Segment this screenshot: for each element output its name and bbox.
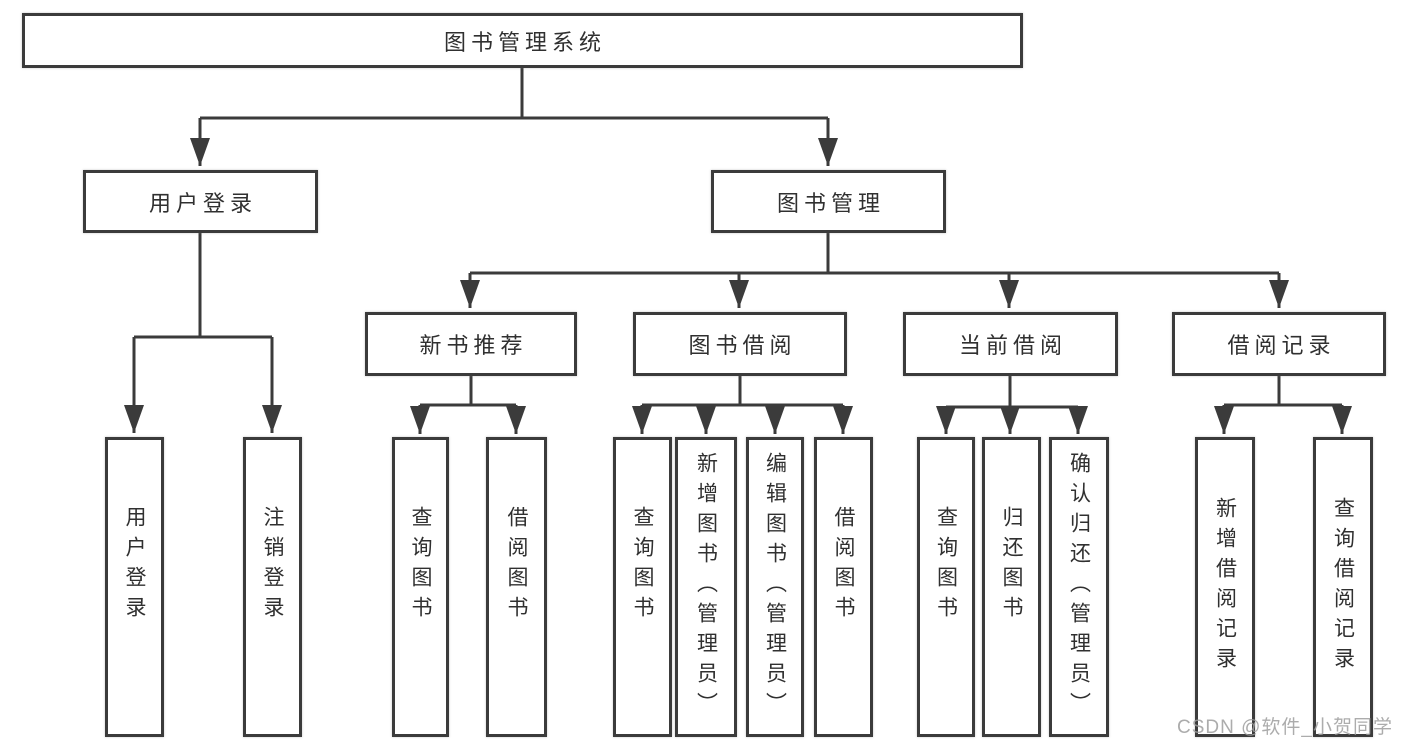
leaf-label: 用户登录 (123, 506, 146, 626)
node-book-management: 图书管理 (711, 170, 946, 233)
node-book-borrowing: 图书借阅 (633, 312, 847, 376)
leaf-label: 查询图书 (409, 506, 432, 626)
leaf-label: 借阅图书 (832, 506, 855, 626)
branch-new-book-recommend (410, 374, 526, 434)
leaf-query-books-current: 查询图书 (917, 437, 975, 737)
node-label: 用户登录 (148, 190, 257, 216)
leaf-label: 查询图书 (934, 506, 958, 626)
csdn-watermark: CSDN @软件_小贺同学 (1177, 717, 1393, 738)
leaf-add-borrow-record: 新增借阅记录 (1195, 437, 1255, 737)
leaf-label: 查询借阅记录 (1331, 497, 1355, 677)
leaf-user-login: 用户登录 (105, 437, 164, 737)
leaf-label: 查询图书 (631, 506, 654, 626)
node-borrowing-records: 借阅记录 (1172, 312, 1386, 376)
leaf-borrow-books-recommend: 借阅图书 (486, 437, 547, 737)
leaf-label: 归还图书 (1000, 506, 1023, 626)
leaf-add-books-admin: 新增图书（管理员） (675, 437, 737, 737)
branch-root (190, 66, 838, 166)
leaf-logout: 注销登录 (243, 437, 302, 737)
leaf-label: 新增图书（管理员） (694, 452, 718, 722)
node-label: 当前借阅 (958, 333, 1067, 358)
leaf-edit-books-admin: 编辑图书（管理员） (746, 437, 804, 737)
node-library-management-system: 图书管理系统 (22, 13, 1023, 68)
leaf-query-borrow-record: 查询借阅记录 (1313, 437, 1373, 737)
leaf-label: 借阅图书 (505, 506, 528, 626)
node-label: 图书借阅 (688, 333, 797, 358)
leaf-return-books: 归还图书 (982, 437, 1041, 737)
node-current-borrowing: 当前借阅 (903, 312, 1118, 376)
node-label: 新书推荐 (419, 333, 528, 358)
leaf-query-books-recommend: 查询图书 (392, 437, 449, 737)
leaf-confirm-return-admin: 确认归还（管理员） (1049, 437, 1109, 737)
leaf-label: 注销登录 (261, 506, 284, 626)
branch-book-borrowing (632, 374, 853, 434)
branch-book-management (460, 231, 1289, 308)
node-label: 借阅记录 (1227, 333, 1336, 358)
branch-current-borrowing (936, 374, 1088, 434)
branch-user-login (124, 231, 282, 433)
leaf-label: 新增借阅记录 (1213, 497, 1237, 677)
node-label: 图书管理系统 (443, 29, 606, 55)
leaf-label: 编辑图书（管理员） (763, 452, 787, 722)
leaf-label: 确认归还（管理员） (1067, 452, 1091, 722)
leaf-query-books-borrowing: 查询图书 (613, 437, 672, 737)
node-new-book-recommend: 新书推荐 (365, 312, 577, 376)
node-label: 图书管理 (776, 190, 885, 216)
branch-borrowing-records (1214, 374, 1352, 434)
node-user-login: 用户登录 (83, 170, 318, 233)
leaf-borrow-books: 借阅图书 (814, 437, 873, 737)
